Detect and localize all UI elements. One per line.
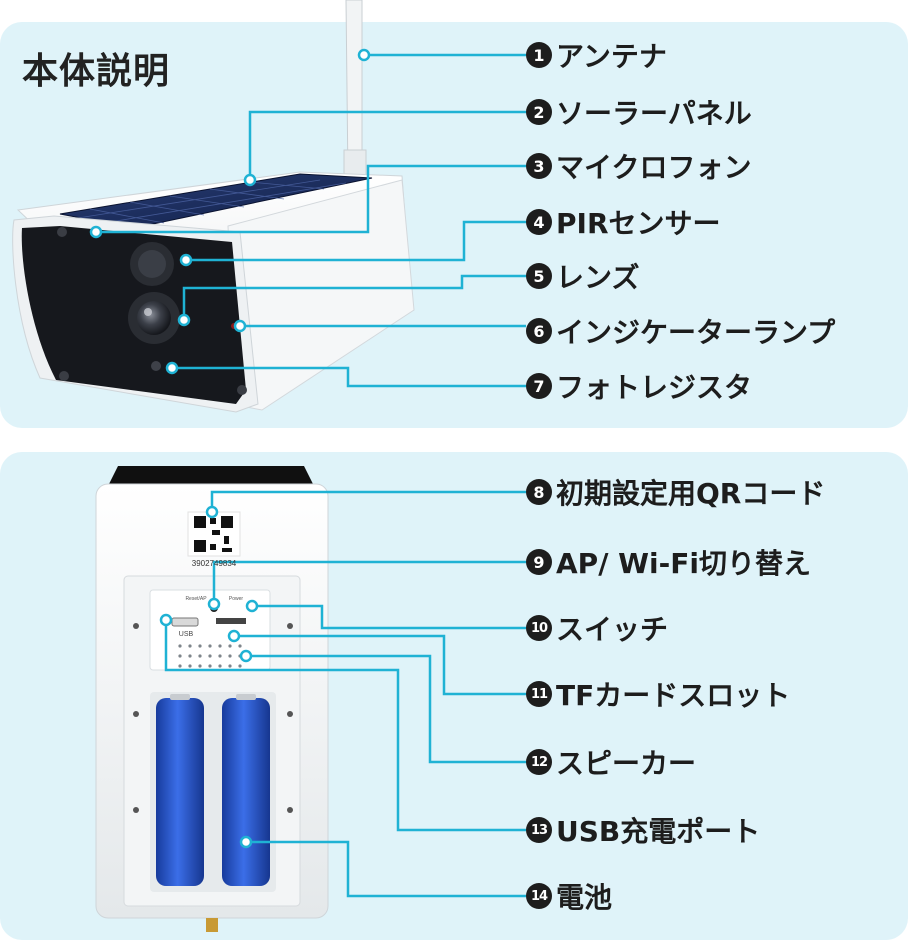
label-text: スイッチ — [556, 613, 669, 646]
badge-9: 9 — [526, 549, 552, 575]
antenna — [343, 0, 367, 183]
label-text: 初期設定用QRコード — [556, 477, 826, 510]
leader-dots — [89, 48, 371, 849]
label-text: TFカードスロット — [556, 679, 791, 712]
badge-2: 2 — [526, 99, 552, 125]
badge-4: 4 — [526, 209, 552, 235]
label-text: AP/ Wi-Fi切り替え — [556, 547, 811, 580]
usb-label: USB — [179, 631, 194, 638]
badge-10: 10 — [526, 615, 552, 641]
reset-label: Reset/AP — [185, 596, 207, 602]
label-text: PIRセンサー — [556, 207, 721, 240]
power-label: Power — [229, 596, 244, 602]
label-text: 電池 — [556, 881, 613, 914]
badge-8: 8 — [526, 479, 552, 505]
page-title: 本体説明 — [22, 51, 171, 92]
badge-7: 7 — [526, 373, 552, 399]
badge-5: 5 — [526, 263, 552, 289]
camera-body-front — [12, 171, 415, 413]
label-text: スピーカー — [556, 747, 697, 780]
battery-left — [156, 698, 204, 886]
label-text: USB充電ポート — [556, 815, 761, 848]
badge-1: 1 — [526, 42, 552, 68]
badge-3: 3 — [526, 153, 552, 179]
badge-13: 13 — [526, 817, 552, 843]
badge-12: 12 — [526, 749, 552, 775]
badge-14: 14 — [526, 883, 552, 909]
label-text: マイクロフォン — [556, 151, 752, 184]
label-text: レンズ — [556, 261, 640, 294]
battery-right — [222, 698, 270, 886]
label-text: ソーラーパネル — [556, 97, 752, 130]
badge-6: 6 — [526, 318, 552, 344]
label-text: アンテナ — [556, 40, 667, 73]
camera-body-rear — [95, 466, 329, 932]
label-text: インジケーターランプ — [556, 316, 836, 349]
qr-serial: 3902749834 — [192, 559, 237, 568]
badge-11: 11 — [526, 681, 552, 707]
label-text: フォトレジスタ — [556, 371, 753, 404]
leader-lines — [96, 53, 526, 898]
